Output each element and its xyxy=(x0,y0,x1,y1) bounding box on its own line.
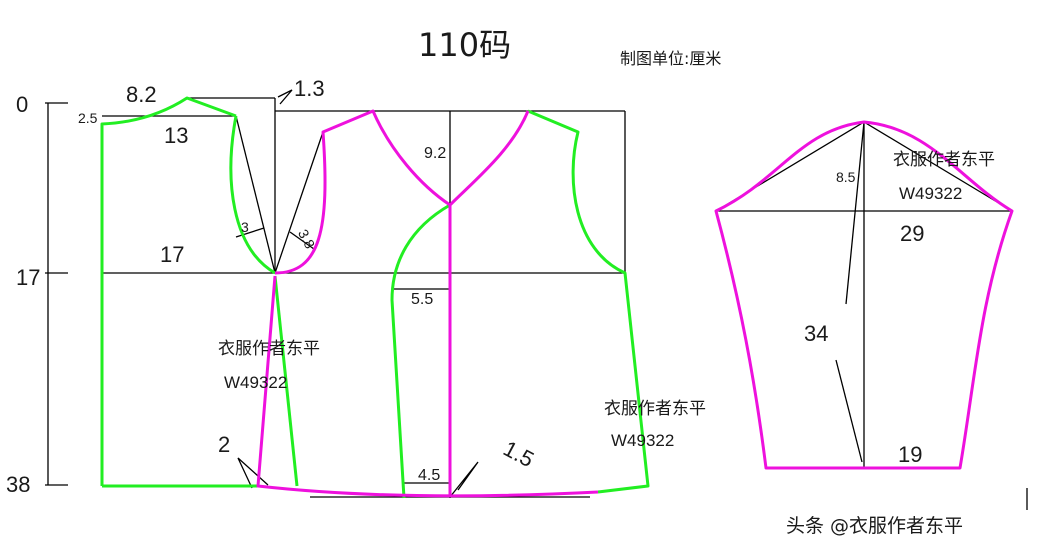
green-bodice-outline xyxy=(100,96,650,499)
sleeve-width: 29 xyxy=(900,221,924,246)
watermark-code-1: W49322 xyxy=(224,373,287,392)
watermark-author-2: 衣服作者东平 xyxy=(604,399,706,419)
sleeve-outline xyxy=(714,120,1014,470)
sleeve-cap-height: 8.5 xyxy=(836,169,856,185)
watermark-author-3: 衣服作者东平 xyxy=(893,150,995,170)
footer-credit: 头条 @衣服作者东平 xyxy=(786,515,963,537)
dim-4-5: 4.5 xyxy=(418,467,440,484)
watermark-author-1: 衣服作者东平 xyxy=(218,339,320,359)
dim-17: 17 xyxy=(160,242,184,267)
dim-13: 13 xyxy=(164,123,188,148)
size-title: 110码 xyxy=(418,26,511,64)
sleeve-length: 34 xyxy=(804,321,828,346)
dim-8-2: 8.2 xyxy=(126,82,157,107)
dim-1-5: 1.5 xyxy=(499,436,538,472)
dim-2: 2 xyxy=(218,432,230,457)
unit-label: 制图单位:厘米 xyxy=(620,49,721,68)
dim-9-2: 9.2 xyxy=(424,145,446,162)
watermark-code-3: W49322 xyxy=(899,184,962,203)
ruler-label-17: 17 xyxy=(16,265,40,290)
ruler-label-0: 0 xyxy=(16,92,28,117)
dim-3: 3 xyxy=(241,219,249,235)
bodice-construction-lines xyxy=(102,89,626,498)
ruler-label-38: 38 xyxy=(6,472,30,497)
sleeve-cuff: 19 xyxy=(898,442,922,467)
dim-5-5: 5.5 xyxy=(411,291,433,308)
vertical-ruler xyxy=(45,102,68,486)
magenta-bodice-outline xyxy=(256,109,599,498)
watermark-code-2: W49322 xyxy=(611,431,674,450)
dim-1-3: 1.3 xyxy=(294,76,325,101)
dim-2-5: 2.5 xyxy=(78,110,98,126)
